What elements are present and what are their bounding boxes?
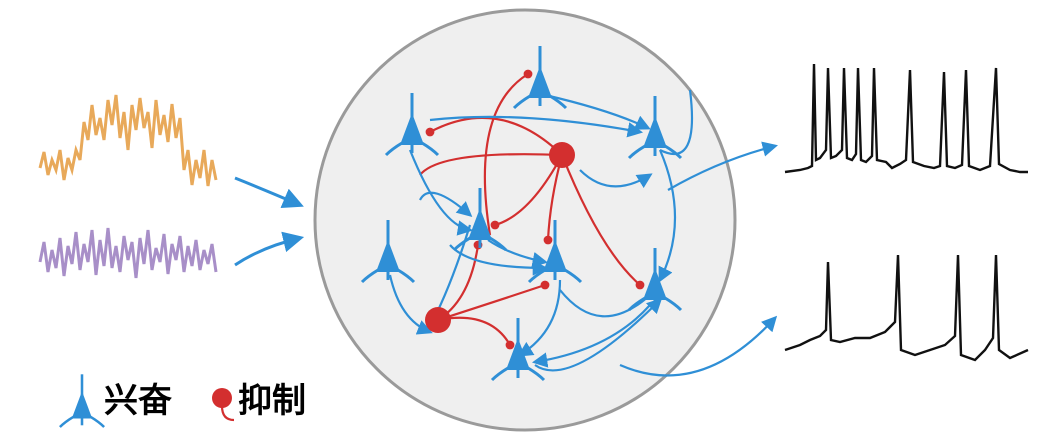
excitatory-connections bbox=[388, 89, 778, 377]
output-trace-bottom bbox=[784, 254, 1029, 362]
legend-inhibitory bbox=[212, 388, 235, 422]
input-trace-purple bbox=[38, 227, 218, 279]
input-traces bbox=[38, 94, 305, 279]
legend: 兴奋 抑制 bbox=[58, 373, 306, 429]
input-arrow-2 bbox=[234, 231, 305, 267]
input-trace-orange bbox=[38, 94, 218, 187]
pyramidal-neuron-icon bbox=[58, 373, 106, 429]
legend-excitatory-label: 兴奋 bbox=[104, 381, 172, 421]
inhibitory-neuron-icon bbox=[425, 307, 451, 333]
inhibitory-neurons bbox=[425, 142, 575, 333]
legend-inhibitory-label: 抑制 bbox=[238, 381, 306, 421]
inhibitory-neuron-icon bbox=[549, 142, 575, 168]
output-trace-top bbox=[784, 63, 1028, 174]
interneuron-icon bbox=[212, 388, 232, 408]
legend-excitatory bbox=[58, 373, 106, 429]
input-arrow-1 bbox=[234, 176, 304, 209]
output-traces bbox=[784, 63, 1029, 362]
